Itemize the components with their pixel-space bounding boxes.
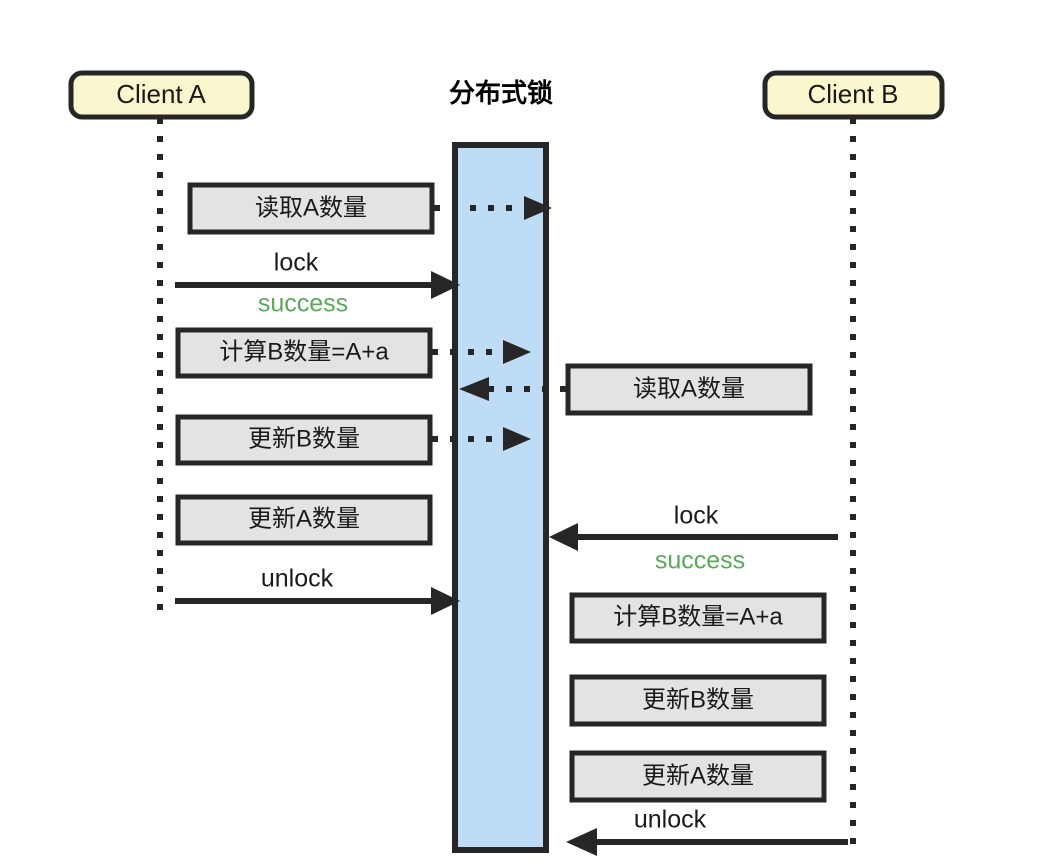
- arrow-head-right-update-b-count: [503, 427, 531, 451]
- step-box-left-update-a-count[interactable]: [175, 494, 433, 546]
- step-right-read-a-count[interactable]: 读取A数量: [459, 363, 813, 416]
- step-label-right-read-a-count: 读取A数量: [633, 375, 745, 402]
- actor-label-client-a: Client A: [116, 79, 206, 109]
- arrow-head-left-unlock: [431, 587, 460, 615]
- step-left-update-a-count[interactable]: 更新A数量: [175, 494, 433, 546]
- arrow-head-right-compute-b-count: [503, 340, 531, 364]
- message-right-lock: lock success: [549, 502, 838, 575]
- actor-box-client-a[interactable]: [68, 70, 255, 120]
- message-label-right-lock: lock: [674, 502, 719, 530]
- step-left-read-a-count[interactable]: 读取A数量: [187, 182, 552, 235]
- step-label-right-compute-b-count: 计算B数量=A+a: [613, 603, 783, 630]
- step-label-left-read-a-count: 读取A数量: [255, 194, 367, 221]
- step-box-right-compute-b-count[interactable]: [569, 592, 827, 644]
- step-right-update-b-count[interactable]: 更新B数量: [569, 674, 827, 727]
- arrow-head-right-lock: [549, 523, 578, 551]
- message-label-right-unlock: unlock: [634, 806, 707, 834]
- arrow-head-left-lock: [431, 271, 460, 299]
- step-box-left-compute-b-count[interactable]: [175, 327, 433, 379]
- message-left-unlock: unlock: [175, 565, 460, 615]
- step-box-right-update-a-count[interactable]: [569, 750, 827, 803]
- message-label-right-lock-success: success: [655, 547, 745, 575]
- actor-label-client-b: Client B: [807, 79, 898, 109]
- step-label-right-update-b-count: 更新B数量: [642, 686, 754, 713]
- message-label-left-unlock: unlock: [261, 565, 334, 593]
- step-left-compute-b-count[interactable]: 计算B数量=A+a: [175, 327, 531, 379]
- actor-client-a[interactable]: Client A: [68, 70, 255, 120]
- step-right-compute-b-count[interactable]: 计算B数量=A+a: [569, 592, 827, 644]
- message-label-left-lock-success: success: [258, 290, 348, 318]
- distributed-lock-bar: [452, 142, 549, 853]
- step-label-left-update-b-count: 更新B数量: [248, 425, 360, 452]
- actor-client-b[interactable]: Client B: [762, 70, 945, 120]
- step-label-right-update-a-count: 更新A数量: [642, 762, 754, 789]
- step-left-update-b-count[interactable]: 更新B数量: [175, 414, 531, 466]
- arrow-head-left-read-a-count-right: [459, 377, 489, 401]
- message-label-left-lock: lock: [274, 249, 319, 277]
- arrow-head-right-unlock: [566, 828, 597, 856]
- step-box-right-update-b-count[interactable]: [569, 674, 827, 727]
- actor-box-client-b[interactable]: [762, 70, 945, 120]
- step-box-left-update-b-count[interactable]: [175, 414, 433, 466]
- arrow-head-right-read-a-count: [524, 196, 552, 220]
- step-label-left-update-a-count: 更新A数量: [248, 505, 360, 532]
- step-box-right-read-a-count[interactable]: [565, 363, 813, 416]
- step-box-left-read-a-count[interactable]: [187, 182, 435, 235]
- message-right-unlock: unlock: [566, 806, 848, 856]
- lock-column-title: 分布式锁: [449, 78, 553, 108]
- step-right-update-a-count[interactable]: 更新A数量: [569, 750, 827, 803]
- message-left-lock: lock success: [175, 249, 460, 318]
- step-label-left-compute-b-count: 计算B数量=A+a: [219, 338, 389, 365]
